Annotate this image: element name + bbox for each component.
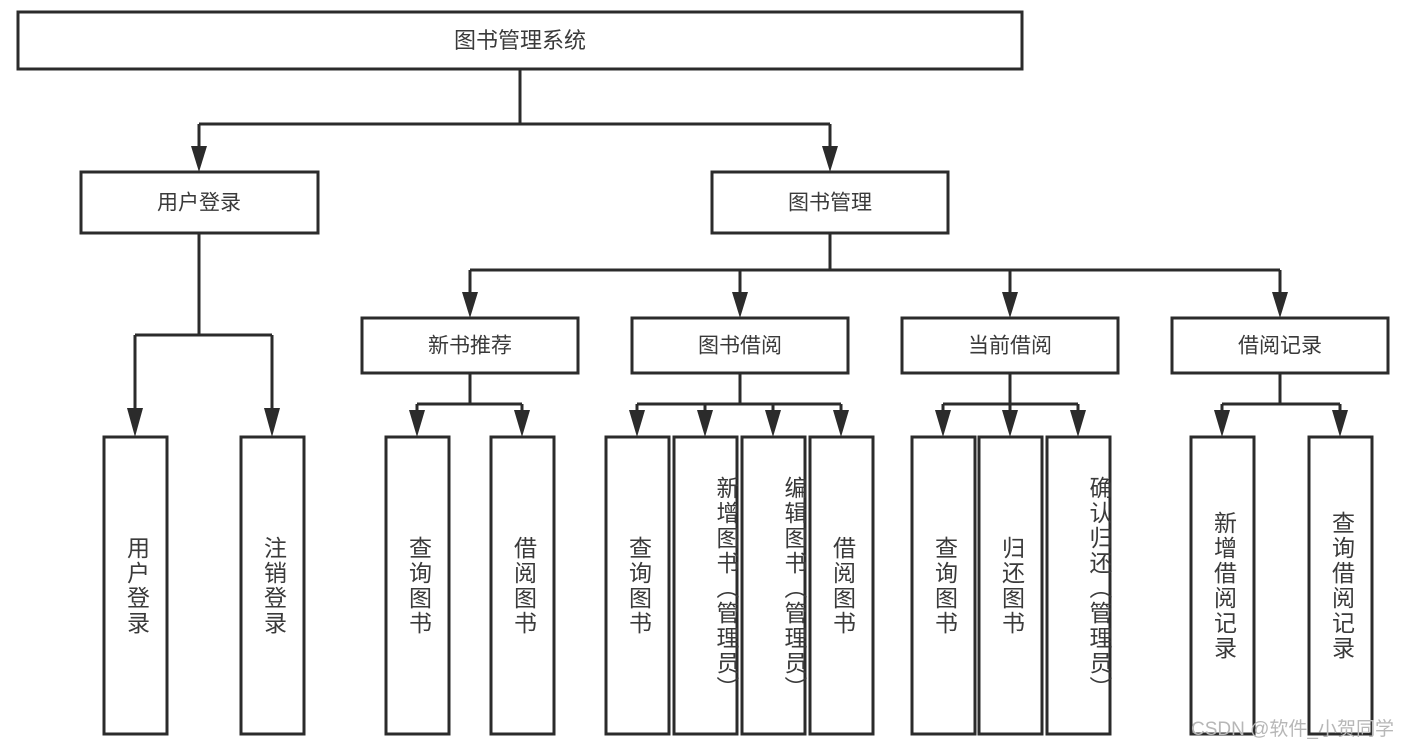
arrow-head-book-borrow-leaf3	[765, 410, 781, 437]
connector-layer	[127, 69, 1348, 437]
node-new-book-box[interactable]	[360, 316, 580, 375]
node-leaf-logout-box[interactable]	[239, 435, 306, 736]
arrow-head-current-borrow-leaf2	[1002, 410, 1018, 437]
node-leaf-borrow-lend-box[interactable]	[808, 435, 875, 736]
arrow-head-current-borrow	[1002, 292, 1018, 318]
node-leaf-record-add-box[interactable]	[1189, 435, 1256, 736]
node-leaf-current-query-box[interactable]	[910, 435, 977, 736]
node-user-login-box[interactable]	[79, 170, 320, 235]
node-current-borrow-box[interactable]	[900, 316, 1120, 375]
node-borrow-record-box[interactable]	[1170, 316, 1390, 375]
arrow-head-book-borrow	[732, 292, 748, 318]
arrow-head-user-login	[191, 146, 207, 172]
node-leaf-current-confirm-box[interactable]	[1045, 435, 1112, 736]
arrow-head-new-book-leaf1	[409, 410, 425, 437]
arrow-head-user-login-leaf1	[127, 408, 143, 437]
node-book-mgmt-box[interactable]	[710, 170, 950, 235]
arrow-head-book-borrow-leaf4	[833, 410, 849, 437]
node-root-label: 图书管理系统	[454, 28, 586, 53]
node-leaf-newbook-borrow-box[interactable]	[489, 435, 556, 736]
node-book-borrow-label: 图书借阅	[698, 335, 782, 358]
node-leaf-current-return-box[interactable]	[977, 435, 1044, 736]
node-borrow-record-label: 借阅记录	[1238, 335, 1322, 358]
node-leaf-borrow-add-box[interactable]	[672, 435, 739, 736]
node-leaf-record-query-box[interactable]	[1307, 435, 1374, 736]
node-leaf-borrow-query-box[interactable]	[604, 435, 671, 736]
arrow-head-borrow-record-leaf2	[1332, 410, 1348, 437]
arrow-head-current-borrow-leaf3	[1070, 410, 1086, 437]
csdn-watermark: CSDN @软件_小贺同学	[1191, 719, 1394, 740]
arrow-head-book-borrow-leaf2	[697, 410, 713, 437]
node-new-book-label: 新书推荐	[428, 335, 512, 358]
node-leaf-borrow-edit-box[interactable]	[740, 435, 807, 736]
arrow-head-user-login-leaf2	[264, 408, 280, 437]
arrow-head-new-book-leaf2	[514, 410, 530, 437]
arrow-head-new-book	[462, 292, 478, 318]
node-book-mgmt-label: 图书管理	[788, 192, 872, 215]
arrow-head-borrow-record-leaf1	[1214, 410, 1230, 437]
node-leaf-newbook-query-box[interactable]	[384, 435, 451, 736]
arrow-head-book-mgmt	[822, 146, 838, 172]
node-user-login-label: 用户登录	[157, 192, 241, 215]
node-leaf-user-login-box[interactable]	[102, 435, 169, 736]
node-book-borrow-box[interactable]	[630, 316, 850, 375]
arrow-head-book-borrow-leaf1	[629, 410, 645, 437]
node-current-borrow-label: 当前借阅	[968, 335, 1052, 358]
arrow-head-borrow-record	[1272, 292, 1288, 318]
node-root-box[interactable]	[16, 10, 1024, 71]
node-layer: 图书管理系统 用户登录 图书管理 新书推荐 图书借阅 当前借阅 借阅记录	[16, 10, 1390, 736]
arrow-head-current-borrow-leaf1	[935, 410, 951, 437]
